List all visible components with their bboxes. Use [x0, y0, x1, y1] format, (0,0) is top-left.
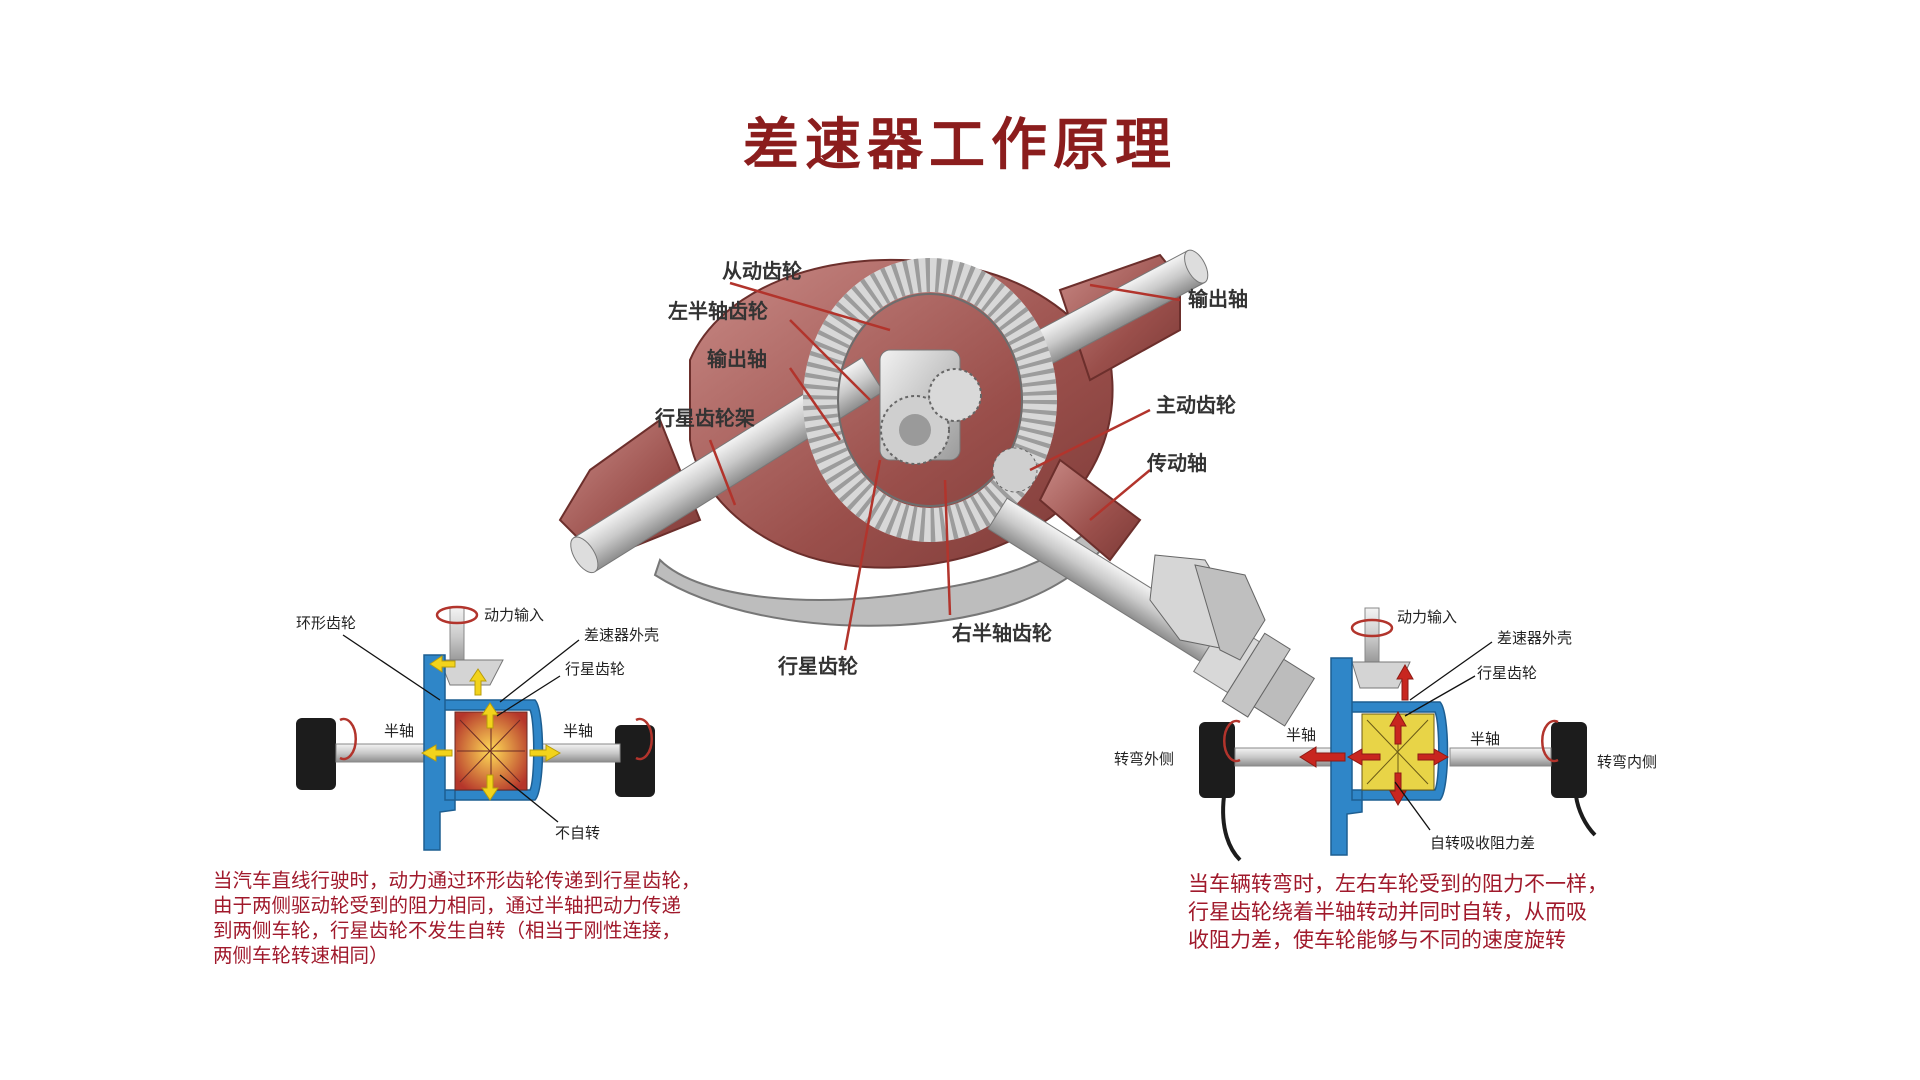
- turning-force-arrows: [1299, 663, 1450, 807]
- drive-pinion-gear: [992, 447, 1038, 493]
- force-arrows: [420, 655, 562, 801]
- right-wheel: [615, 725, 655, 797]
- label-self-rotate: 自转吸收阻力差: [1430, 834, 1535, 852]
- rotation-arrows: [339, 605, 653, 761]
- differential-housing-blue: [423, 654, 544, 851]
- differential-housing-blue-right: [1330, 657, 1449, 856]
- label-planet-gear: 行星齿轮: [777, 654, 858, 678]
- inner-half-shaft: [1449, 747, 1552, 767]
- label-planet-gear-right: 行星齿轮: [1477, 664, 1537, 682]
- page-title: 差速器工作原理: [743, 113, 1177, 178]
- label-drive-shaft: 传动轴: [1146, 451, 1207, 475]
- label-planet-carrier: 行星齿轮架: [654, 406, 755, 430]
- label-ring-gear: 环形齿轮: [296, 614, 356, 632]
- straight-driving-description: 当汽车直线行驶时，动力通过环形齿轮传递到行星齿轮， 由于两侧驱动轮受到的阻力相同…: [213, 869, 701, 967]
- label-half-shaft-left-a: 半轴: [384, 722, 414, 740]
- label-planet-gear-left: 行星齿轮: [565, 660, 625, 678]
- label-right-half-shaft-gear: 右半轴齿轮: [952, 621, 1052, 645]
- label-power-input-right: 动力输入: [1397, 608, 1457, 626]
- input-pinion: [439, 659, 504, 686]
- spider-gears: [879, 349, 982, 465]
- left-wheel: [296, 718, 336, 790]
- label-outer-side: 转弯外侧: [1114, 750, 1174, 768]
- label-left-half-shaft-gear: 左半轴齿轮: [668, 299, 768, 323]
- label-half-shaft-right-b: 半轴: [1470, 730, 1500, 748]
- turning-description: 当车辆转弯时，左右车轮受到的阻力不一样， 行星齿轮绕着半轴转动并同时自转，从而吸…: [1188, 872, 1608, 952]
- outer-wheel: [1199, 722, 1235, 798]
- main-cutaway: 从动齿轮 左半轴齿轮 输出轴 行星齿轮架 输出轴 主动齿轮 传动轴 行星齿轮 右…: [558, 249, 1316, 727]
- drive-flange: [1149, 554, 1266, 661]
- leader-lines: [708, 281, 1181, 651]
- label-inner-side: 转弯内侧: [1597, 753, 1657, 771]
- inner-wheel: [1551, 722, 1587, 798]
- label-half-shaft-left-b: 半轴: [563, 722, 593, 740]
- label-no-rotation: 不自转: [555, 824, 600, 842]
- label-half-shaft-right-a: 半轴: [1286, 726, 1316, 744]
- driven-ring-gear: [803, 258, 1057, 542]
- label-power-input-left: 动力输入: [484, 606, 544, 624]
- drive-shaft: [987, 497, 1316, 727]
- label-driven-gear: 从动齿轮: [722, 259, 802, 283]
- straight-driving-diagram: 环形齿轮 动力输入 差速器外壳 行星齿轮 半轴 半轴 不自转: [296, 605, 659, 851]
- label-diff-housing-right: 差速器外壳: [1497, 629, 1572, 647]
- label-drive-gear: 主动齿轮: [1156, 393, 1236, 417]
- label-output-shaft-right: 输出轴: [1188, 287, 1248, 311]
- turning-diagram: 动力输入 差速器外壳 行星齿轮 半轴 半轴 转弯外侧 转弯内侧 自转吸收阻力差: [1114, 607, 1657, 862]
- label-diff-housing-left: 差速器外壳: [584, 626, 659, 644]
- label-output-shaft-left: 输出轴: [707, 347, 767, 371]
- input-shaft: [449, 606, 465, 668]
